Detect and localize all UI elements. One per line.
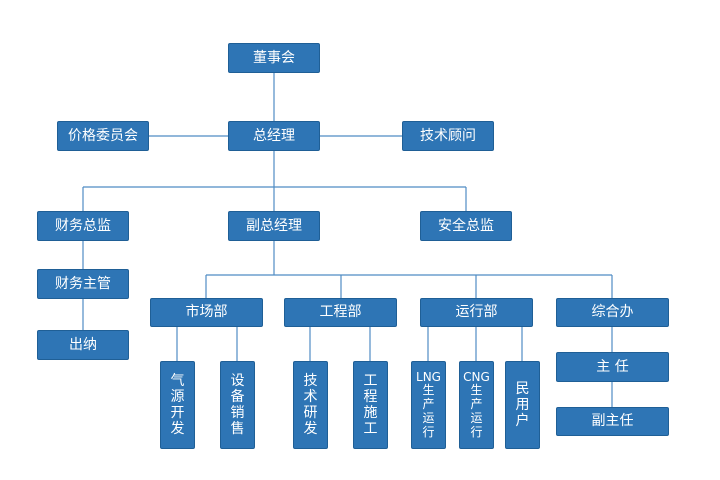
vertical-text-char: 民 [515, 380, 530, 397]
vertical-text-char: 户 [515, 413, 530, 430]
vertical-text-char: 运 [422, 410, 435, 425]
vertical-text-char: 用 [515, 396, 530, 413]
vertical-text-char: 运 [470, 410, 483, 425]
vertical-text-char: 工 [363, 421, 378, 438]
vertical-text-char: 发 [303, 421, 318, 438]
safety-director-box: 安全总监 [420, 211, 512, 241]
vertical-text-char: 工 [363, 372, 378, 389]
engineering-dept-box: 工程部 [284, 298, 397, 327]
director-box: 主 任 [556, 352, 669, 382]
tech-research-box: 技术研发 [293, 361, 328, 449]
finance-manager-box: 财务主管 [37, 269, 129, 299]
finance-director-box: 财务总监 [37, 211, 129, 241]
vertical-text-char: 程 [363, 388, 378, 405]
deputy-director-box: 副主任 [556, 407, 669, 436]
vertical-text-char: 销 [230, 405, 245, 421]
vertical-text-char: 气 [170, 372, 185, 389]
market-dept-box: 市场部 [150, 298, 263, 327]
vertical-text-char: LNG [416, 369, 441, 384]
vertical-text-char: 设 [230, 372, 245, 389]
cashier-box: 出纳 [37, 330, 129, 360]
engineering-construction-box: 工程施工 [353, 361, 388, 449]
tech-advisor-box: 技术顾问 [402, 121, 494, 151]
vertical-text-char: 行 [422, 424, 435, 439]
vertical-text-char: 施 [363, 405, 378, 421]
vertical-text-char: 产 [422, 397, 435, 412]
vertical-text-char: 备 [230, 388, 245, 405]
vertical-text-char: 发 [170, 421, 185, 438]
board-box: 董事会 [228, 43, 320, 73]
vertical-text-char: 售 [230, 421, 245, 438]
equipment-sales-box: 设备销售 [220, 361, 255, 449]
vertical-text-char: 技 [303, 372, 318, 389]
civil-users-box: 民用户 [505, 361, 540, 449]
vertical-text-char: 术 [303, 388, 318, 405]
gas-development-box: 气源开发 [160, 361, 195, 449]
vertical-text-char: 开 [170, 405, 185, 421]
vertical-text-char: CNG [463, 369, 490, 384]
vertical-text-char: 产 [470, 397, 483, 412]
gm-box: 总经理 [228, 121, 320, 151]
vertical-text-char: 研 [303, 405, 318, 421]
operation-dept-box: 运行部 [420, 298, 533, 327]
vertical-text-char: 行 [470, 424, 483, 439]
vertical-text-char: 生 [422, 383, 435, 398]
general-office-box: 综合办 [556, 298, 669, 327]
price-committee-box: 价格委员会 [57, 121, 149, 151]
vertical-text-char: 生 [470, 383, 483, 398]
vertical-text-char: 源 [170, 388, 185, 405]
deputy-gm-box: 副总经理 [228, 211, 320, 241]
